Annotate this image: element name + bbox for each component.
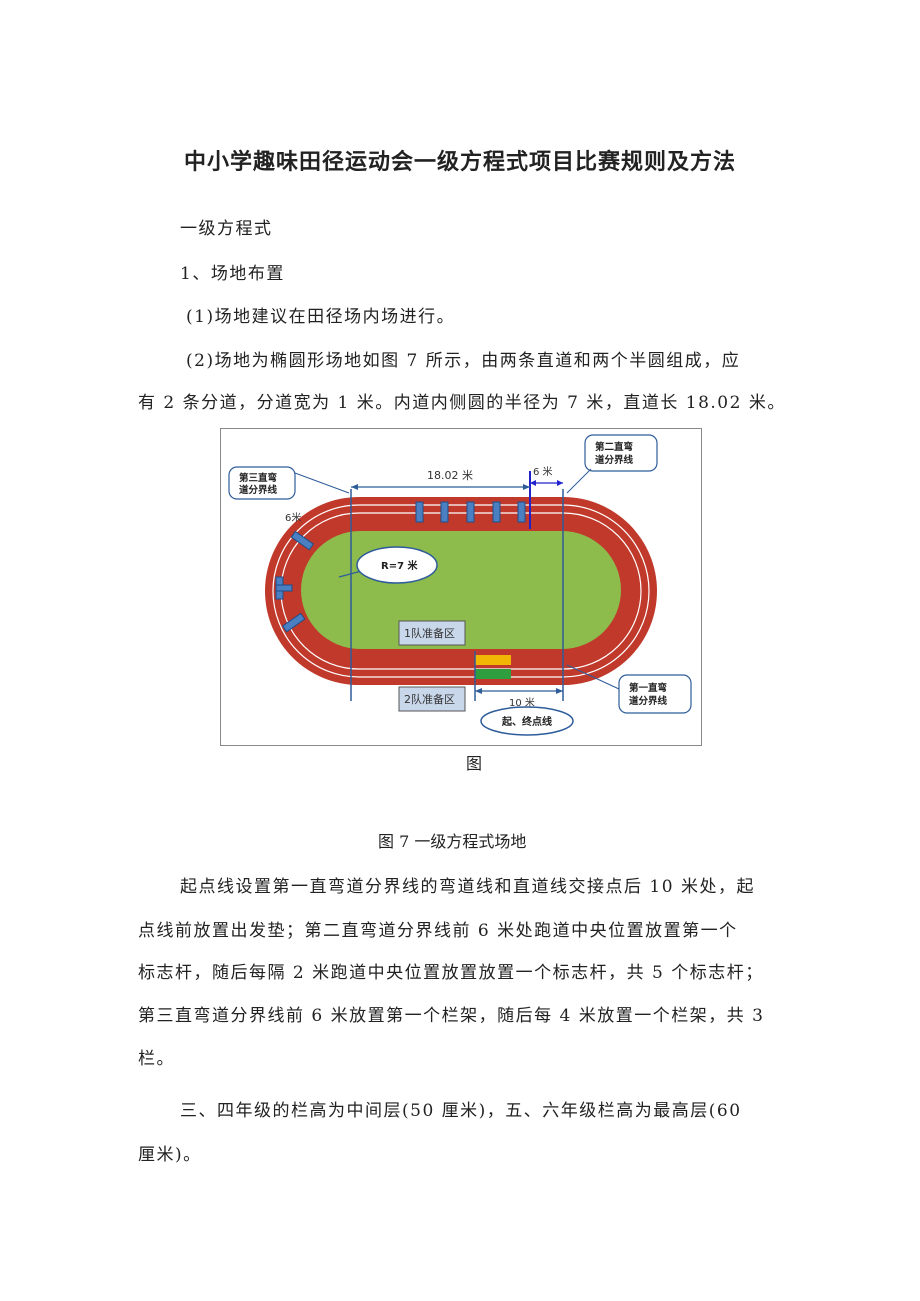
label-18m: 18.02 米: [427, 469, 473, 482]
start-bubble: [480, 706, 574, 736]
radius-bubble: [356, 546, 438, 584]
page-title: 中小学趣味田径运动会一级方程式项目比赛规则及方法: [183, 150, 736, 175]
figure-small-label: 图: [466, 754, 483, 773]
paragraph-3-line-5: 栏。: [138, 1049, 175, 1069]
callout-second-box: [584, 434, 658, 472]
sign-post-3: [466, 501, 475, 523]
hurdle-1: [290, 530, 315, 551]
label-6m-left: 6米: [285, 511, 301, 524]
track-lane-line: [272, 504, 650, 678]
sign-post-1: [415, 501, 424, 523]
callout-third-l1: 第三直弯: [239, 472, 278, 484]
team2-label: 2队准备区: [404, 692, 455, 706]
paragraph-3-line-4: 第三直弯道分界线前 6 米放置第一个栏架，随后每 4 米放置一个栏架，共 3: [138, 1006, 765, 1026]
callout-first-box: [618, 674, 692, 714]
team1-label: 1队准备区: [404, 626, 455, 640]
callout-third-l2: 道分界线: [239, 484, 278, 496]
callout-third-box: [228, 466, 296, 500]
callout-second-l2: 道分界线: [595, 454, 634, 466]
team2-zone: [398, 686, 466, 712]
label-6m-top: 6 米: [533, 465, 553, 478]
figure-caption: 图 7 一级方程式场地: [378, 832, 527, 851]
section-heading: 一级方程式: [180, 219, 273, 239]
track-diagram: 18.02 米 6 米 6米 R=7 米 1队准备区 2队准备区 10 米: [220, 428, 702, 746]
start-mat-yellow: [475, 655, 511, 665]
paragraph-4-line-1: 三、四年级的栏高为中间层(50 厘米)，五、六年级栏高为最高层(60: [180, 1101, 742, 1121]
label-10m: 10 米: [509, 696, 535, 709]
sign-post-2: [440, 501, 449, 523]
item-heading: 1、场地布置: [180, 264, 285, 284]
callout-second-l1: 第二直弯: [595, 441, 634, 453]
sign-post-5: [517, 501, 526, 523]
paragraph-2-line-2: 有 2 条分道，分道宽为 1 米。内道内侧圆的半径为 7 米，直道长 18.02…: [138, 393, 786, 413]
start-mat-green: [475, 669, 511, 679]
hurdle-2: [275, 576, 293, 600]
label-radius: R=7 米: [381, 559, 419, 572]
callout-first-l2: 道分界线: [629, 695, 668, 707]
paragraph-3-line-2: 点线前放置出发垫；第二直弯道分界线前 6 米处跑道中央位置放置第一个: [138, 921, 738, 941]
paragraph-2-line-1: (2)场地为椭圆形场地如图 7 所示，由两条直道和两个半圆组成，应: [186, 351, 741, 371]
label-start: 起、终点线: [501, 715, 552, 728]
paragraph-1: (1)场地建议在田径场内场进行。: [186, 307, 456, 327]
paragraph-3-line-1: 起点线设置第一直弯道分界线的弯道线和直道线交接点后 10 米处，起: [180, 877, 755, 897]
callout-first-l1: 第一直弯: [629, 682, 668, 694]
sign-post-4: [492, 501, 501, 523]
team1-zone: [398, 620, 466, 646]
paragraph-4-line-2: 厘米)。: [138, 1145, 202, 1165]
hurdle-3: [281, 612, 306, 633]
paragraph-3-line-3: 标志杆，随后每隔 2 米跑道中央位置放置放置一个标志杆，共 5 个标志杆；: [138, 963, 764, 983]
